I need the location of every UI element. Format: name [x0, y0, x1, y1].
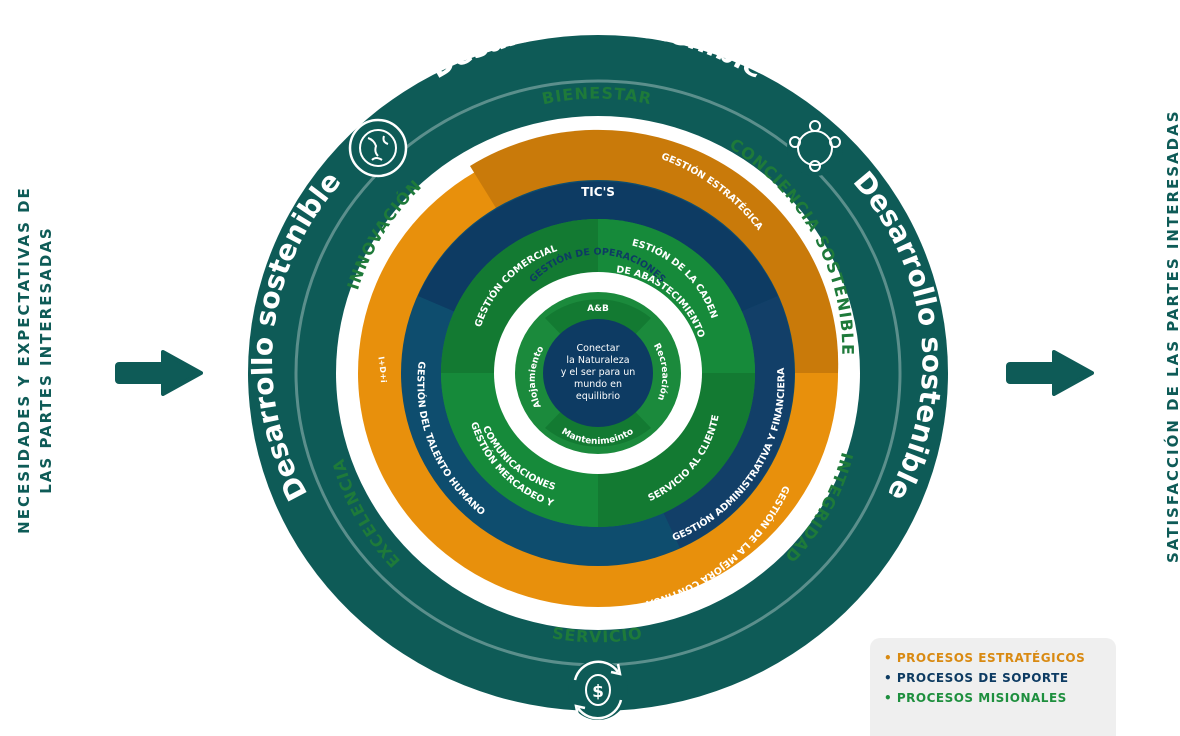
output-arrow-icon — [1006, 350, 1094, 396]
center-line-1: Conectar — [577, 343, 620, 354]
input-arrow-icon — [115, 350, 203, 396]
process-tics: TIC'S — [581, 185, 615, 199]
legend-item-soporte: • PROCESOS DE SOPORTE — [884, 671, 1069, 685]
globe-icon — [348, 118, 408, 178]
people-circle-icon — [787, 120, 843, 176]
center-circle — [543, 319, 653, 427]
value-servicio: SERVICIO — [551, 623, 644, 646]
center-line-5: equilibrio — [576, 391, 620, 402]
dollar-cycle-icon: $ — [568, 660, 628, 720]
center-line-4: mundo en — [574, 379, 622, 390]
operations-ab: A&B — [587, 304, 609, 314]
center-line-2: la Naturaleza — [566, 355, 629, 366]
svg-text:$: $ — [592, 682, 604, 702]
process-idi: I+D+i — [376, 356, 388, 383]
center-line-3: y el ser para un — [561, 367, 636, 378]
center-mission-text: Conectar la Naturaleza y el ser para un … — [561, 343, 636, 402]
legend-item-estrategicos: • PROCESOS ESTRATÉGICOS — [884, 651, 1086, 665]
process-legend: • PROCESOS ESTRATÉGICOS • PROCESOS DE SO… — [870, 638, 1116, 736]
legend-item-misionales: • PROCESOS MISIONALES — [884, 691, 1067, 705]
